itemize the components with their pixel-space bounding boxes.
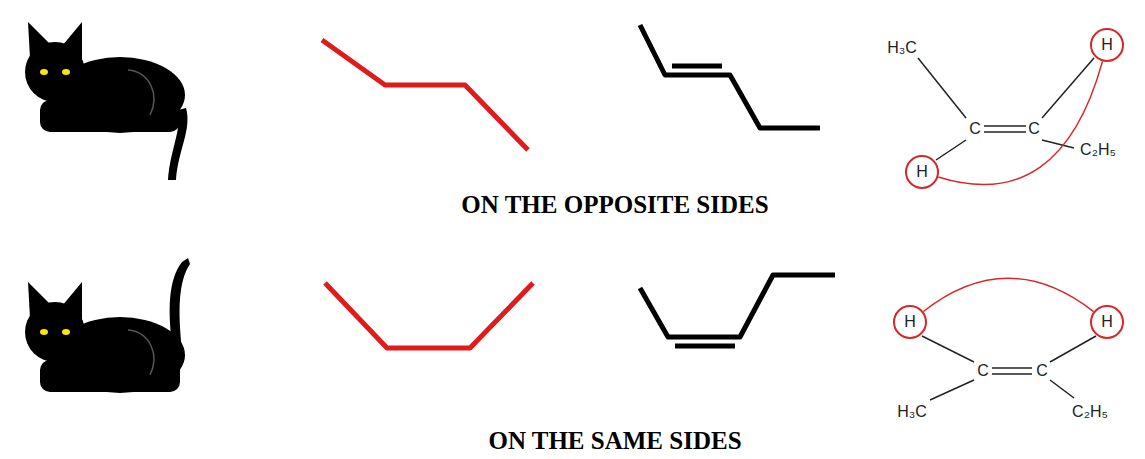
atom-label: H xyxy=(1101,36,1113,54)
skeletal-cis xyxy=(640,275,835,346)
atom-circle: H xyxy=(1090,305,1124,339)
atom-label: H xyxy=(904,313,916,331)
cat-tail-up xyxy=(25,258,190,393)
red-arc xyxy=(938,61,1102,184)
atom-label: C xyxy=(977,362,989,380)
atom-circle: H xyxy=(1090,28,1124,62)
red-zigzag-cis xyxy=(325,283,533,348)
atom-circle: H xyxy=(893,305,927,339)
atom-circle: H xyxy=(905,155,939,189)
caption: ON THE OPPOSITE SIDES xyxy=(461,191,768,219)
group-label: C₂H₅ xyxy=(1072,403,1108,421)
caption: ON THE SAME SIDES xyxy=(488,427,741,455)
atom-label: C xyxy=(1036,362,1048,380)
atom-label: C xyxy=(1028,120,1040,138)
red-arc xyxy=(923,278,1093,311)
skeletal-trans xyxy=(640,25,820,128)
cat-tail-down xyxy=(25,22,187,180)
group-label: H₃C xyxy=(897,403,927,421)
atom-label: H xyxy=(916,163,928,181)
bonds-trans xyxy=(918,58,1094,160)
red-zigzag-trans xyxy=(322,40,528,150)
atom-label: C xyxy=(969,120,981,138)
bonds-cis xyxy=(922,336,1096,400)
group-label: H₃C xyxy=(887,39,917,57)
atom-label: H xyxy=(1101,313,1113,331)
group-label: C₂H₅ xyxy=(1080,141,1116,159)
